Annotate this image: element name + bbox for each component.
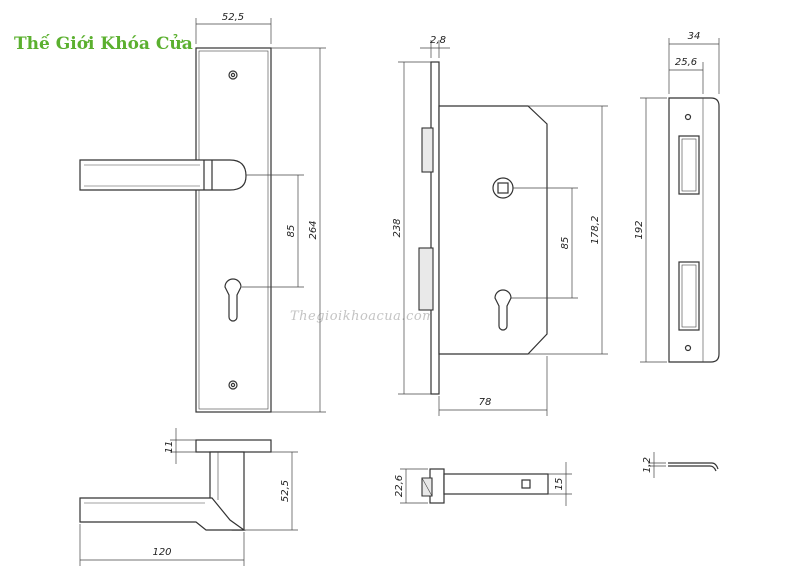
lock-cylinder-hole <box>494 289 512 331</box>
watermark-text: Thegioikhoacua.com.vn <box>290 309 457 324</box>
dim-lock-depth: 78 <box>479 397 492 408</box>
strike-section-line <box>668 462 719 470</box>
front-plate <box>195 47 272 413</box>
strike-plate-view <box>668 97 720 363</box>
strike-latch-opening <box>678 135 700 195</box>
latch-side-dimensions: 22,6 15 <box>394 462 572 506</box>
dim-strike-inner-width: 25,6 <box>675 57 697 68</box>
dim-faceplate-thickness: 2,8 <box>430 35 446 46</box>
key-cylinder-hole <box>224 278 242 322</box>
strike-plate-dimensions: 34 25,6 192 <box>634 31 720 363</box>
dim-plate-width: 52,5 <box>222 12 244 23</box>
lock-faceplate <box>430 61 440 395</box>
handle-side-dimensions: 11 52,5 120 <box>79 428 298 566</box>
bottom-screw-hole <box>228 380 238 390</box>
strike-top-screw <box>684 113 692 121</box>
dim-handle-length: 120 <box>152 547 171 558</box>
dim-lock-body-height: 178,2 <box>590 216 601 245</box>
brand-logo-text: Thế Giới Khóa Cửa <box>14 34 193 54</box>
handle-rose <box>195 439 272 453</box>
dim-latch-height: 22,6 <box>394 475 405 497</box>
dim-plate-handle-to-key: 85 <box>286 225 297 238</box>
lock-case <box>438 105 548 355</box>
dim-latch-bolt: 15 <box>554 478 565 491</box>
handle-lever-side <box>79 497 246 531</box>
dim-lock-height: 238 <box>392 218 403 237</box>
latch-side-view <box>421 468 549 504</box>
front-plate-view <box>79 47 272 413</box>
dim-strike-width: 34 <box>688 31 701 42</box>
dim-strike-height: 192 <box>634 220 645 239</box>
dim-plate-height: 264 <box>308 220 319 239</box>
latch-body-side <box>443 473 549 495</box>
dead-bolt <box>418 247 434 311</box>
dim-strike-thickness: 1,2 <box>642 457 653 473</box>
mortise-lock-dimensions: 2,8 238 85 178,2 78 <box>392 35 608 416</box>
mortise-lock-view <box>418 61 548 395</box>
dim-handle-projection: 52,5 <box>280 480 291 502</box>
lever-handle <box>79 159 247 191</box>
latch-bolt <box>421 127 434 173</box>
dim-lock-spindle-to-key: 85 <box>560 237 571 250</box>
dim-handle-rose-thickness: 11 <box>164 441 175 454</box>
front-plate-dimensions: 52,5 264 85 <box>195 12 326 413</box>
strike-bolt-opening <box>678 261 700 331</box>
strike-section-view: 1,2 <box>642 452 719 478</box>
handle-side-view <box>79 439 272 531</box>
top-screw-hole <box>228 70 238 80</box>
strike-bottom-screw <box>684 344 692 352</box>
